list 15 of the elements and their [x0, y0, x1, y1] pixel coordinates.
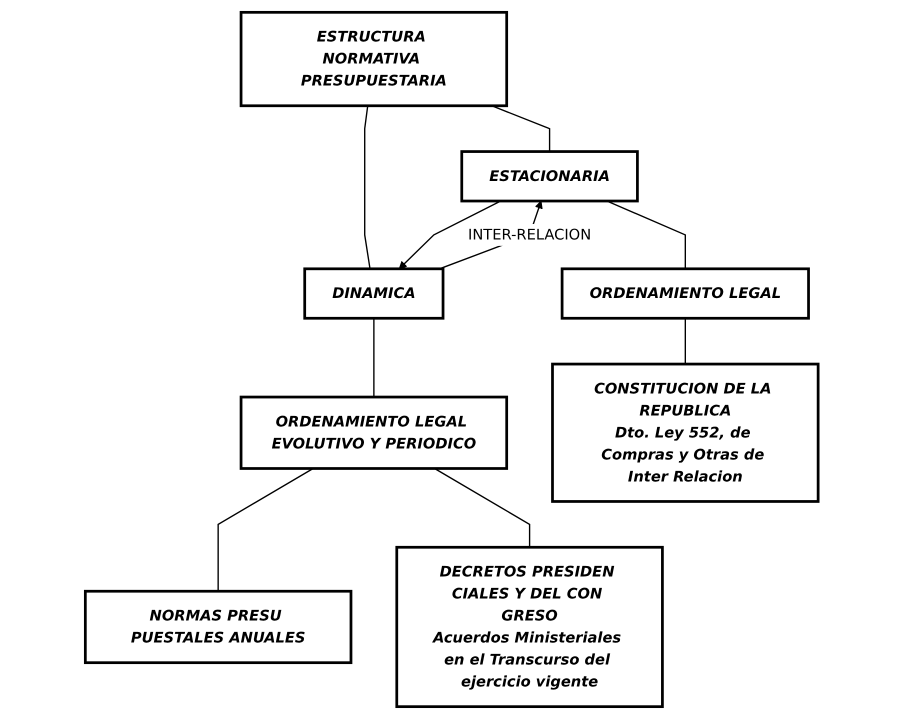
node-box: ESTACIONARIA	[460, 150, 639, 202]
node-box: ORDENAMIENTO LEGAL EVOLUTIVO Y PERIODICO	[239, 396, 508, 470]
node-box: DINAMICA	[303, 267, 444, 320]
node-box: DECRETOS PRESIDEN CIALES Y DEL CON GRESO Acuerdos Ministeriales en el Transcurso del ejercicio vigente	[395, 546, 664, 708]
connector	[372, 318, 374, 398]
arrow	[398, 200, 501, 270]
node-box: CONSTITUCION DE LA REPUBLICA Dto. Ley 552, de Compras y Otras de Inter Relacion	[550, 362, 820, 503]
node-box: ESTRUCTURA NORMATIVA PRESUPUESTARIA	[239, 10, 508, 108]
connector	[217, 468, 314, 592]
node-box: ORDENAMIENTO LEGAL	[560, 267, 810, 320]
connector	[684, 318, 686, 364]
connector	[364, 106, 370, 269]
node-box: NORMAS PRESU PUESTALES ANUALES	[84, 590, 352, 664]
edge-label: INTER-RELACION	[468, 226, 591, 244]
connector	[434, 468, 530, 548]
